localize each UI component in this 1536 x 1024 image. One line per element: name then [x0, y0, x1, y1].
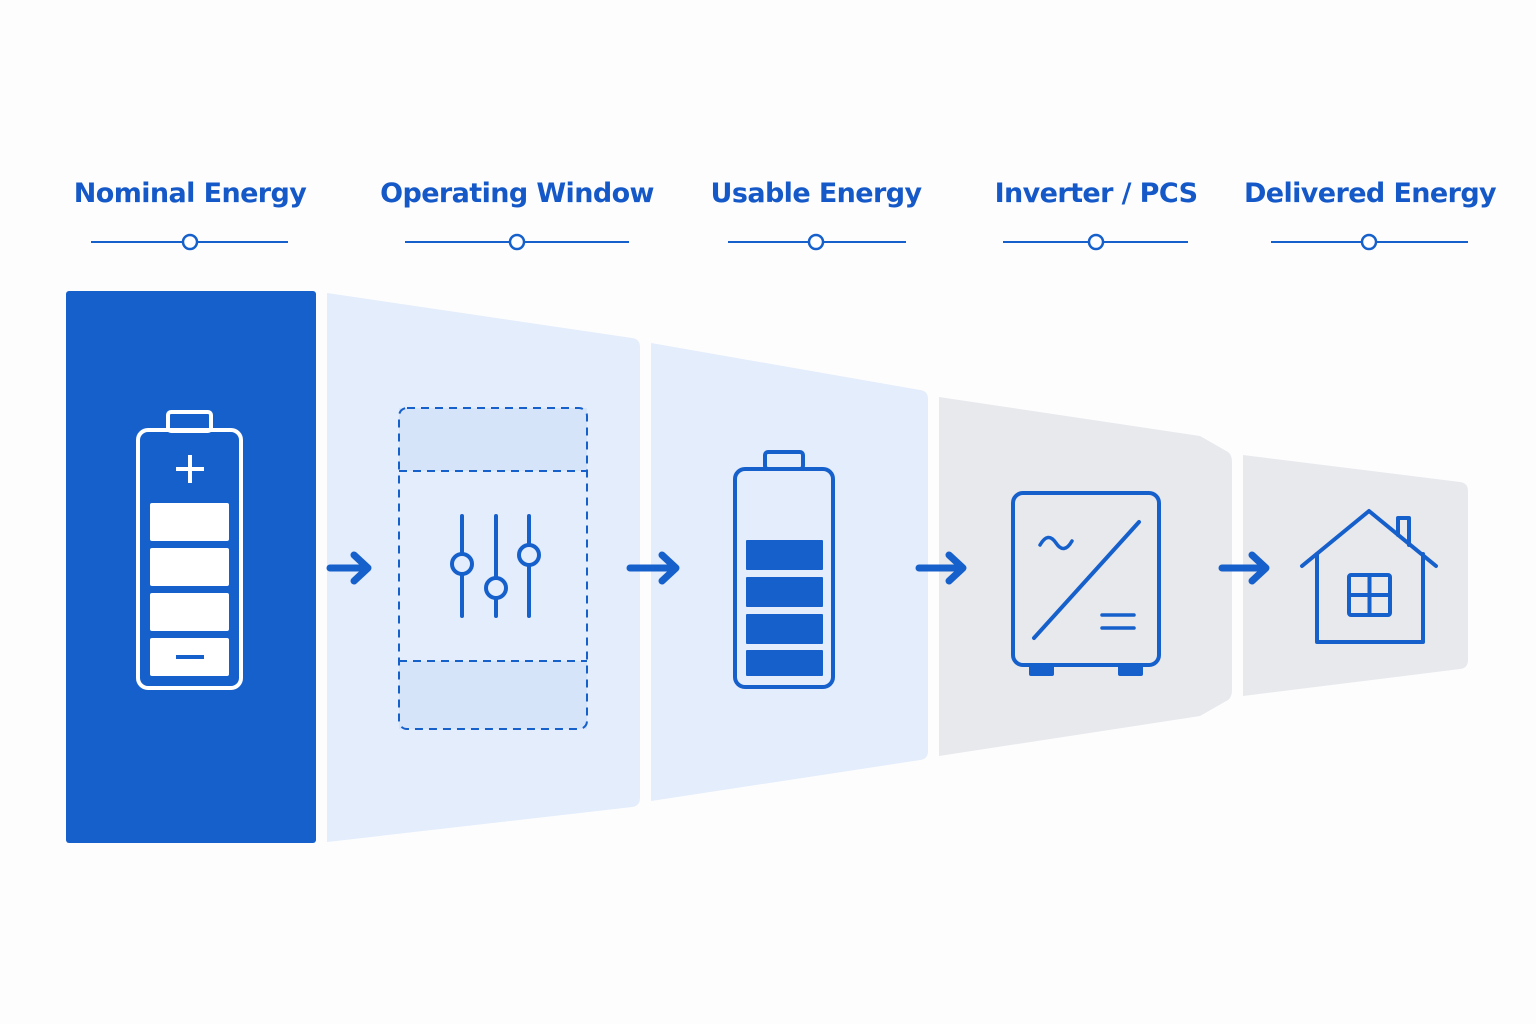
label-usable-energy: Usable Energy: [710, 178, 923, 209]
battery-full-icon: [733, 450, 835, 689]
label-marker-nominal: [91, 233, 288, 251]
panel-usable-energy: [651, 343, 928, 801]
inverter-icon: [1011, 491, 1161, 676]
label-marker-delivered: [1271, 233, 1468, 251]
label-delivered-energy: Delivered Energy: [1243, 178, 1497, 209]
label-nominal-energy: Nominal Energy: [73, 178, 307, 209]
panel-inverter-pcs: [939, 397, 1232, 756]
sliders-icon: [450, 514, 541, 618]
battery-plus-minus-icon: [136, 410, 243, 690]
label-inverter-pcs: Inverter / PCS: [994, 178, 1198, 209]
operating-window-frame: [398, 407, 588, 730]
label-operating-window: Operating Window: [380, 178, 654, 209]
label-marker-inverter: [1003, 233, 1188, 251]
arrow-right-icon: [326, 551, 372, 585]
arrow-right-icon: [1218, 551, 1270, 585]
house-icon: [1300, 509, 1438, 644]
arrow-right-icon: [915, 551, 967, 585]
arrow-right-icon: [626, 551, 680, 585]
label-marker-usable: [728, 233, 906, 251]
panel-operating-window: [327, 293, 640, 842]
label-marker-operating: [405, 233, 629, 251]
